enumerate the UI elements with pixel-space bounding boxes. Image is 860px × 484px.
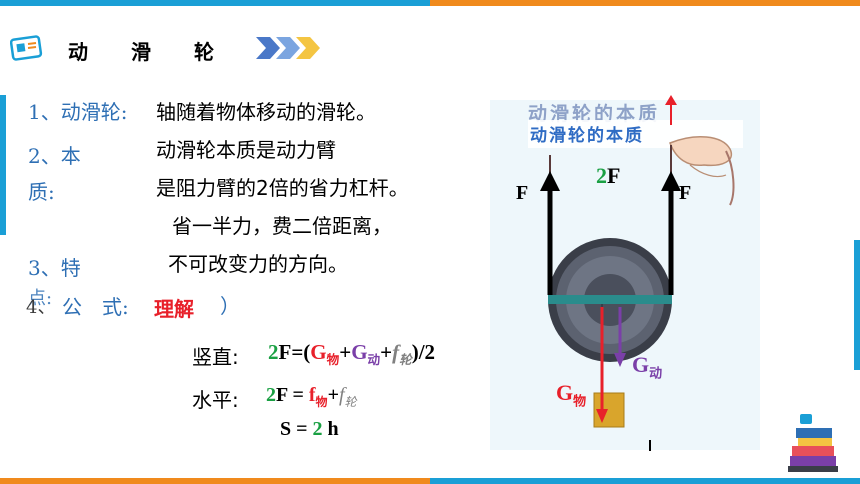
vertical-gd-sub: 动 [367,353,381,368]
vertical-formula: 2F=(G物+G动+f轮)/2 [268,340,435,368]
vertical-g-pulley: G动 [351,340,381,368]
horizontal-label: 水平: [192,388,239,412]
vertical-fw-sub: 轮 [399,353,412,368]
diagram-label-g-pulley: G动 [632,352,662,381]
item3-label-b: 点: [28,288,53,309]
horizontal-fo-sub: 物 [315,395,328,409]
item4-close: ） [220,294,240,318]
horizontal-fo-letter: f [308,384,316,406]
diagram-title-front: 动滑轮的本质 [530,126,644,146]
books-icon [786,410,842,474]
vertical-two: 2 [268,340,279,364]
vertical-plus2: + [380,340,393,364]
horizontal-fw-sub: 轮 [344,395,357,409]
diagram-gw-sub: 物 [573,393,587,409]
item2-label-b: 质: [28,180,55,204]
vertical-gd-letter: G [351,340,368,364]
top-bar-left [0,0,430,6]
vertical-g-sub: 物 [326,353,340,368]
pulley-illustration [490,95,770,455]
item1-text: 轴随着物体移动的滑轮。 [156,100,376,124]
diagram-title-back: 动滑轮的本质 [528,103,661,125]
horizontal-formula: 2F = f物+f轮 [266,384,357,410]
left-side-bar [0,95,6,235]
diagram-label-2f: 2F [596,163,620,189]
distance-two: 2 [312,418,323,440]
vertical-g-letter: G [310,340,327,364]
diagram-label-g-object: G物 [556,380,586,409]
item2-line1: 动滑轮本质是动力臂 [156,138,336,162]
horizontal-f: F = [276,384,309,406]
vertical-fw-letter: f [392,340,400,364]
vertical-g-object: G物 [310,340,340,368]
item4-label-b: 公 式: [62,295,129,319]
vertical-f: F [278,340,292,364]
distance-s: S = [280,418,313,440]
diagram-label-f-right: F [679,182,692,204]
diagram-label-2: 2 [596,163,607,188]
right-side-bar [854,240,860,370]
header-title: 动 滑 轮 [68,40,215,64]
horizontal-plus: + [327,384,339,406]
vertical-label: 竖直: [192,345,239,369]
chevron-arrows-icon [256,37,328,59]
vertical-plus1: + [339,340,352,364]
vertical-end: )/2 [411,340,436,364]
distance-formula: S = 2 h [280,418,339,441]
diagram-label-2f-f: F [607,163,621,188]
diagram-gw-letter: G [556,380,574,405]
vertical-f-wheel: f轮 [392,340,412,368]
item2-line2: 是阻力臂的2倍的省力杠杆。 [156,176,409,200]
horizontal-two: 2 [266,384,276,406]
top-bar-right [430,0,860,6]
item3-line2: 不可改变力的方向。 [168,252,348,276]
horizontal-fw-letter: f [338,384,345,406]
diagram-label-f-left: F [516,182,529,204]
item2-label-a: 2、本 [28,144,81,168]
horizontal-f-wheel: f轮 [338,384,357,409]
item4-understand: 理解 [154,297,194,321]
monitor-icon [9,34,44,64]
distance-h: h [322,418,339,440]
item3-label-a: 3、特 [28,256,81,280]
bottom-bar-right [430,478,860,484]
item3-line1: 省一半力，费二倍距离， [172,214,392,238]
bottom-bar-left [0,478,430,484]
vertical-eq: =( [291,340,311,364]
item4-label-a: 4、 [26,297,56,318]
diagram-gd-sub: 动 [649,365,663,381]
horizontal-f-object: f物 [308,384,328,409]
diagram-gd-letter: G [632,352,650,377]
item1-label: 1、动滑轮: [28,100,128,124]
